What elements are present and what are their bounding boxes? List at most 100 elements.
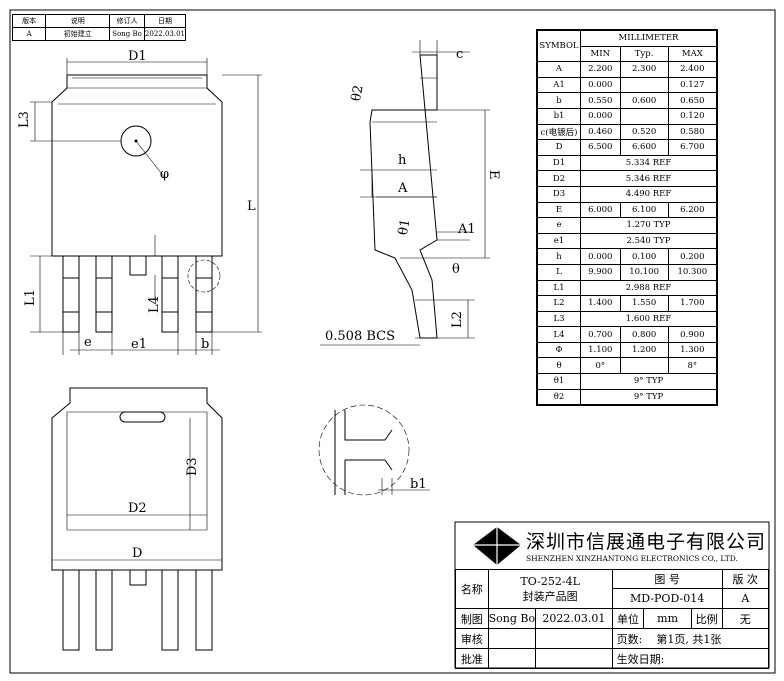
- dim-max: 1.700: [667, 295, 718, 312]
- drawing-name-line2: 封装产品图: [522, 589, 578, 603]
- unit: mm: [643, 608, 692, 629]
- svg-text:e1: e1: [131, 337, 147, 352]
- dim-ref: 9° TYP: [580, 388, 718, 406]
- dim-max: 0.900: [667, 326, 718, 343]
- dim-min: 1.100: [580, 341, 621, 359]
- scale: 无: [721, 608, 770, 629]
- svg-text:L2: L2: [450, 311, 465, 328]
- rev-cell: A: [11, 27, 47, 41]
- company-header: 深圳市信展通电子有限公司 SHENZHEN XINZHANTONG ELECTR…: [456, 523, 769, 569]
- dim-typ: 2.300: [619, 61, 669, 78]
- dim-symbol: D3: [536, 185, 581, 203]
- dim-typ: 1.200: [619, 341, 669, 359]
- dim-ref: 9° TYP: [580, 373, 718, 390]
- review-date: [535, 628, 613, 649]
- dim-max: 0.650: [667, 92, 718, 109]
- rev-header: 说明: [45, 14, 111, 28]
- svg-text:E: E: [486, 170, 501, 180]
- svg-text:L3: L3: [17, 111, 32, 128]
- svg-text:D1: D1: [128, 49, 147, 64]
- dim-max: 6.200: [667, 201, 718, 219]
- dim-min: 2.200: [580, 61, 621, 78]
- company-name-en: SHENZHEN XINZHANTONG ELECTRONICS CO., LT…: [526, 554, 738, 563]
- rev-cell: 初始建立: [45, 27, 111, 41]
- rev-header: 修订人: [109, 14, 145, 28]
- dim-typ: [619, 76, 669, 94]
- dim-typ: 0.800: [619, 326, 669, 343]
- dim-symbol: h: [536, 248, 581, 265]
- dim-typ: 0.100: [619, 248, 669, 265]
- sheet-border: [9, 9, 776, 674]
- drawn-date: 2022.03.01: [535, 608, 613, 629]
- company-name-cn: 深圳市信展通电子有限公司: [526, 531, 767, 553]
- approver: [487, 648, 537, 669]
- svg-text:φ: φ: [160, 167, 169, 182]
- dim-symbol: c(电镀后): [536, 123, 581, 141]
- bottom-view: D2 D3 D: [51, 387, 223, 651]
- svg-text:0.508 BCS: 0.508 BCS: [325, 329, 395, 344]
- dim-min: 1.400: [580, 295, 621, 312]
- effective-date-label: 生效日期:: [611, 648, 770, 669]
- dim-ref: 1.600 REF: [580, 310, 718, 328]
- dim-ref: 5.346 REF: [580, 170, 718, 187]
- dim-max: 8°: [667, 357, 718, 375]
- dim-min: 0.000: [580, 76, 621, 94]
- unit-header: MILLIMETER: [580, 29, 718, 47]
- top-view: D1 L3 L L1 L4 φ e e1 b: [17, 49, 262, 355]
- dim-typ: 1.550: [619, 295, 669, 312]
- dim-symbol: θ: [536, 357, 581, 375]
- dim-symbol: θ2: [536, 388, 581, 406]
- dim-typ: 0.600: [619, 92, 669, 109]
- dim-ref: 4.490 REF: [580, 185, 718, 203]
- dim-min: 0°: [580, 357, 621, 375]
- svg-text:b1: b1: [410, 477, 427, 492]
- dim-min: 6.000: [580, 201, 621, 219]
- dim-symbol: D: [536, 139, 581, 156]
- pages: 页数: 第1页, 共1张: [611, 628, 770, 649]
- drawing-no-label: 图 号: [611, 569, 723, 589]
- dim-ref: 2.988 REF: [580, 279, 718, 297]
- dim-min: 0.000: [580, 107, 621, 125]
- dim-ref: 2.540 TYP: [580, 232, 718, 250]
- dim-symbol: L: [536, 263, 581, 281]
- svg-text:L1: L1: [23, 289, 38, 306]
- dim-min: 0.700: [580, 326, 621, 343]
- dim-symbol: D1: [536, 154, 581, 172]
- rev-header: 日期: [143, 14, 187, 28]
- dim-symbol: θ1: [536, 373, 581, 390]
- drawing-no: MD-POD-014: [611, 588, 723, 609]
- dim-max: 2.400: [667, 61, 718, 78]
- svg-text:θ1: θ1: [396, 218, 414, 236]
- svg-text:h: h: [398, 153, 407, 168]
- reviewer: [487, 628, 537, 649]
- dim-symbol: L2: [536, 295, 581, 312]
- company-logo: [473, 527, 521, 565]
- dim-symbol: A1: [536, 76, 581, 94]
- svg-text:D3: D3: [185, 457, 200, 476]
- dim-max: 0.200: [667, 248, 718, 265]
- dim-symbol: Φ: [536, 341, 581, 359]
- rev-header: 版本: [11, 14, 47, 28]
- name-label: 名称: [455, 569, 489, 609]
- lead-detail-view: b1: [318, 404, 430, 496]
- svg-text:θ: θ: [452, 262, 460, 277]
- dim-min: 0.550: [580, 92, 621, 109]
- dim-symbol: D2: [536, 170, 581, 187]
